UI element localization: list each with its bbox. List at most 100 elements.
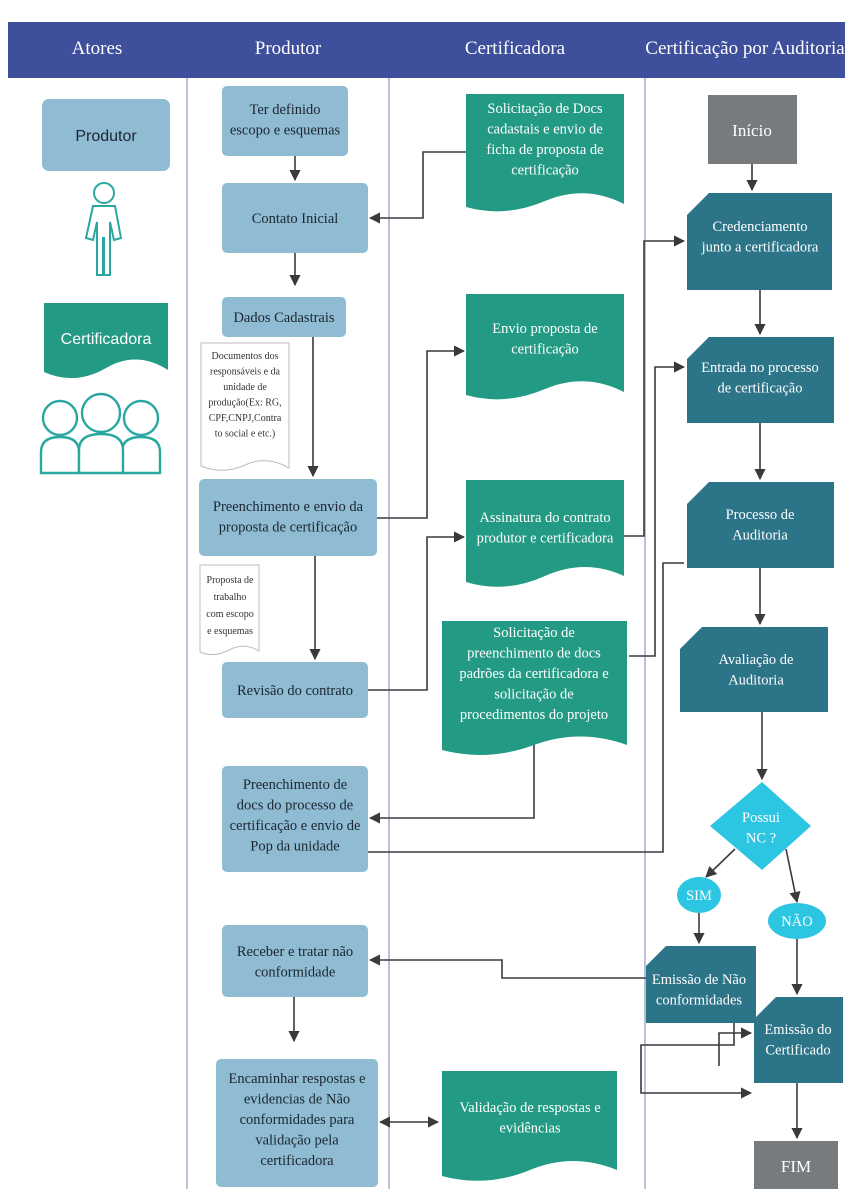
header-produtor: Produtor	[255, 38, 322, 59]
actor-certificadora: Certificadora	[44, 303, 168, 379]
text-line: e esquemas	[207, 626, 253, 637]
svg-text:SIM: SIM	[686, 888, 712, 904]
decision-possui-nc: Possui NC ?	[710, 782, 811, 870]
text-line: Preenchimento e envio da	[213, 499, 364, 515]
text-line: Entrada no processo	[701, 360, 819, 376]
ellipse-nao: NÃO	[768, 903, 826, 939]
text-line: produtor e certificadora	[477, 531, 614, 547]
actor-produtor: Produtor	[42, 99, 170, 171]
svg-text:NÃO: NÃO	[781, 914, 812, 930]
text-line: Credenciamento	[712, 219, 807, 235]
text-line: Receber e tratar não	[237, 944, 353, 960]
text-line: CPF,CNPJ,Contra	[209, 413, 282, 424]
text-line: Assinatura do contrato	[479, 510, 610, 526]
text-line: docs do processo de	[237, 798, 353, 814]
box-emissao-nc: Emissão de Não conformidades	[646, 946, 756, 1023]
text-line: Auditoria	[732, 528, 788, 544]
header-atores: Atores	[72, 38, 123, 59]
text-line: validação pela	[255, 1133, 339, 1149]
box-processo-auditoria: Processo de Auditoria	[687, 482, 834, 568]
header-certificadora: Certificadora	[465, 38, 566, 59]
text-line: evidências	[499, 1121, 561, 1137]
svg-text:Revisão do contrato: Revisão do contrato	[237, 683, 353, 699]
box-contato-inicial: Contato Inicial	[222, 183, 368, 253]
text-line: Revisão do contrato	[237, 683, 353, 699]
box-dados-cadastrais: Dados Cadastrais	[222, 297, 346, 337]
ellipse-sim: SIM	[677, 877, 721, 913]
text-line: evidencias de Não	[244, 1092, 350, 1108]
text-line: Auditoria	[728, 673, 784, 689]
text-line: certificação e envio de	[230, 818, 361, 834]
text-line: Validação de respostas e	[459, 1100, 600, 1116]
doc-assinatura-contrato: Assinatura do contrato produtor e certifi…	[466, 480, 624, 587]
text-line: to social e etc.)	[215, 429, 276, 440]
text-line: procedimentos do projeto	[460, 707, 608, 723]
text-line: Processo de	[726, 507, 795, 523]
text-line: FIM	[781, 1157, 811, 1176]
box-preenchimento-docs: Preenchimento de docs do processo de certi…	[222, 766, 368, 872]
text-line: de certificação	[718, 381, 803, 397]
text-line: conformidades para	[240, 1112, 355, 1128]
text-line: Avaliação de	[718, 652, 793, 668]
text-line: Emissão do	[764, 1022, 831, 1038]
text-line: Envio proposta de	[492, 321, 598, 337]
text-line: Emissão de Não	[652, 972, 746, 988]
svg-text:Dados Cadastrais: Dados Cadastrais	[233, 310, 334, 326]
text-line: Possui	[742, 810, 780, 826]
text-line: junto a certificadora	[701, 240, 819, 256]
group-icon	[39, 392, 162, 475]
person-icon	[84, 182, 123, 276]
text-line: responsáveis e da	[210, 367, 281, 378]
box-entrada-processo: Entrada no processo de certificação	[687, 337, 834, 423]
text-line: Início	[732, 121, 772, 140]
text-line: certificação	[511, 163, 579, 179]
svg-text:Produtor: Produtor	[75, 128, 137, 145]
text-line: conformidades	[656, 993, 743, 1009]
text-line: trabalho	[214, 592, 247, 603]
swimlane-dividers	[186, 78, 646, 1189]
text-line: escopo e esquemas	[230, 123, 341, 139]
box-receber-tratar: Receber e tratar não conformidade	[222, 925, 368, 997]
text-line: conformidade	[255, 965, 336, 981]
box-revisao-contrato: Revisão do contrato	[222, 662, 368, 718]
text-line: Solicitação de	[493, 625, 575, 641]
text-line: Proposta de	[207, 575, 255, 586]
text-line: cadastais e envio de	[487, 122, 603, 138]
text-line: padrões da certificadora e	[459, 666, 608, 682]
svg-text:FIM: FIM	[781, 1157, 811, 1176]
text-line: Preenchimento de	[243, 777, 347, 793]
text-line: certificadora	[260, 1153, 334, 1169]
text-line: Dados Cadastrais	[233, 310, 334, 326]
header-band	[8, 22, 845, 78]
doc-validacao-respostas: Validação de respostas e evidências	[442, 1071, 617, 1181]
svg-text:Certificadora: Certificadora	[61, 331, 152, 348]
text-line: Pop da unidade	[250, 839, 339, 855]
box-avaliacao-auditoria: Avaliação de Auditoria	[680, 627, 828, 712]
svg-text:Contato Inicial: Contato Inicial	[252, 211, 339, 227]
text-line: solicitação de	[494, 687, 573, 703]
text-line: NC ?	[746, 831, 776, 847]
text-line: certificação	[511, 342, 579, 358]
